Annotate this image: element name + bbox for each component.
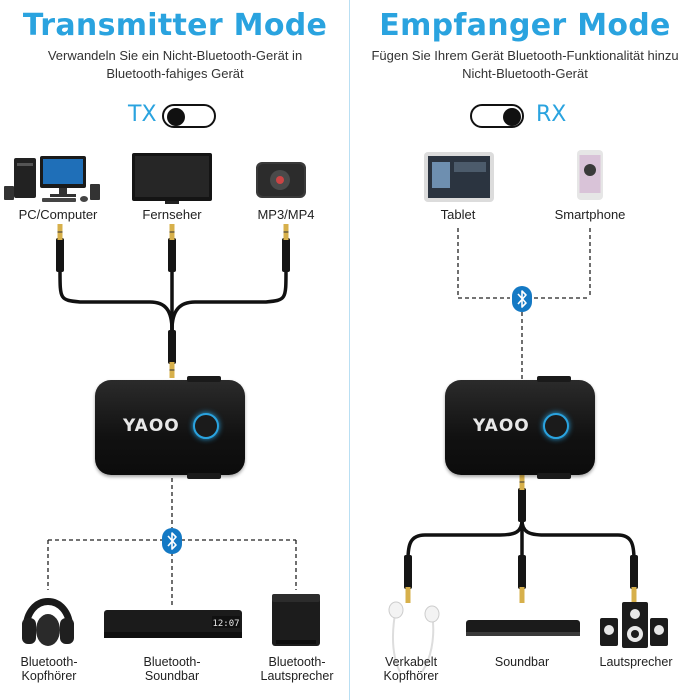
jack-mp3	[282, 224, 290, 272]
tx-toggle[interactable]	[162, 104, 216, 128]
bluetooth-icon	[162, 528, 182, 554]
transmitter-panel: Transmitter Mode Verwandeln Sie ein Nich…	[4, 8, 334, 683]
jack-device-out	[518, 474, 526, 522]
transmitter-device: YAOO	[95, 376, 245, 479]
receiver-wiring	[388, 150, 668, 673]
soundbar-display: 12:07	[212, 619, 239, 629]
output-label-speaker: Bluetooth- Lautsprecher	[260, 655, 334, 683]
soundbar-icon	[104, 610, 242, 638]
receiver-device: YAOO	[445, 376, 595, 479]
jack-device-in	[168, 330, 176, 378]
jack-pc	[56, 224, 64, 272]
source-label-tv: Fernseher	[142, 207, 202, 222]
speaker-set-icon	[600, 602, 668, 648]
rx-toggle[interactable]	[470, 104, 524, 128]
transmitter-title: Transmitter Mode	[22, 8, 328, 43]
source-label-mp3: MP3/MP4	[257, 207, 315, 222]
output-label-soundbar-wired: Soundbar	[494, 655, 550, 669]
source-label-pc: PC/Computer	[18, 207, 98, 222]
source-label-tablet: Tablet	[440, 207, 476, 222]
tv-icon	[132, 153, 212, 204]
computer-icon	[4, 156, 100, 202]
device-logo: YAOO	[123, 416, 180, 436]
headphones-icon	[22, 598, 74, 646]
output-label-soundbar: Bluetooth- Soundbar	[143, 655, 201, 683]
device-power-button[interactable]	[193, 413, 219, 439]
rx-toggle-group: RX	[470, 102, 570, 132]
output-label-earphones: Verkabelt Kopfhörer	[383, 655, 439, 683]
tx-toggle-group: TX	[128, 102, 228, 132]
tablet-icon	[424, 152, 494, 202]
jack-soundbar	[518, 555, 526, 603]
jack-tv	[168, 224, 176, 272]
receiver-title: Empfanger Mode	[379, 8, 671, 43]
tx-toggle-knob	[167, 108, 185, 126]
soundbar-icon-wired	[466, 620, 580, 636]
earphones-icon	[388, 601, 440, 673]
tx-label: TX	[128, 102, 157, 127]
speaker-icon	[272, 594, 320, 646]
bluetooth-icon	[512, 286, 532, 312]
transmitter-wiring: 12:07	[4, 153, 320, 646]
mp3-player-icon	[256, 162, 306, 198]
receiver-panel: Empfanger Mode Fügen Sie Ihrem Gerät Blu…	[350, 0, 700, 700]
device-logo: YAOO	[473, 416, 530, 436]
jack-speakers	[630, 555, 638, 603]
output-label-speakers: Lautsprecher	[599, 655, 673, 669]
panel-divider	[349, 0, 350, 700]
smartphone-icon	[577, 150, 603, 200]
jack-earphones	[404, 555, 412, 603]
device-power-button[interactable]	[543, 413, 569, 439]
source-label-smartphone: Smartphone	[554, 207, 626, 222]
output-label-headphones: Bluetooth- Kopfhörer	[20, 655, 78, 683]
rx-toggle-knob	[503, 108, 521, 126]
receiver-subtitle: Fügen Sie Ihrem Gerät Bluetooth-Funktion…	[371, 48, 679, 81]
rx-label: RX	[536, 102, 567, 127]
transmitter-subtitle: Verwandeln Sie ein Nicht-Bluetooth-Gerät…	[47, 48, 303, 81]
